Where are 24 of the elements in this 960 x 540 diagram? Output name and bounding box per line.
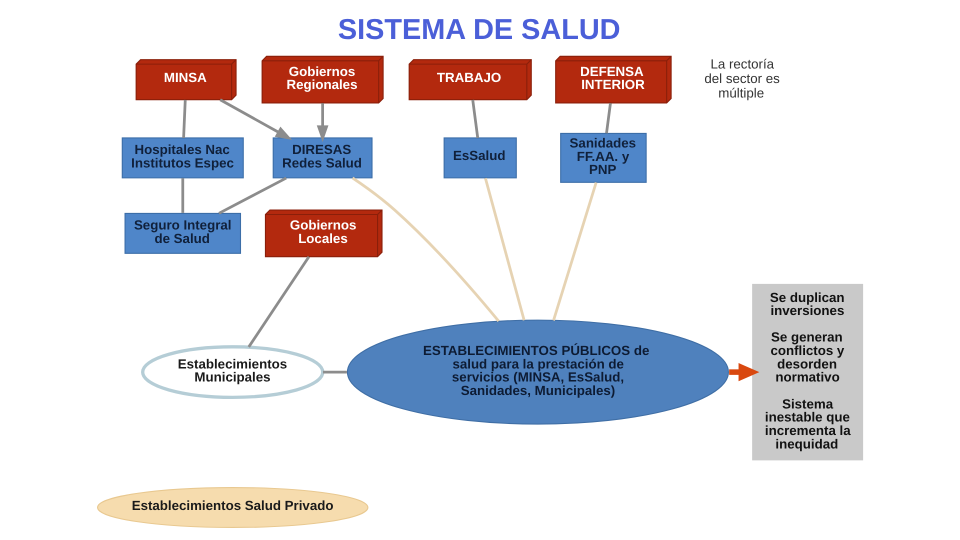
- connector: [352, 176, 500, 322]
- connector: [323, 370, 347, 374]
- node-box: Se duplican inversiones Se generan conflictos y desorden normativo Sistema inestable que incrementa la inequidad: [752, 284, 864, 460]
- node-ellipse: Establecimientos Municipales: [141, 345, 324, 400]
- node-ellipse: Establecimientos Salud Privado: [97, 486, 368, 528]
- arrow: [729, 363, 760, 382]
- connector: [484, 178, 526, 321]
- label: La rectoría del sector es múltiple: [704, 56, 780, 101]
- connector: [471, 100, 480, 138]
- arrow: [316, 103, 328, 142]
- node-box: Seguro Integral de Salud: [124, 212, 242, 254]
- connector: [182, 100, 187, 138]
- node-box: Sanidades FF.AA. y PNP: [560, 132, 647, 183]
- node-box: Hospitales Nac Institutos Espec: [122, 137, 244, 178]
- diagram-title: SISTEMA DE SALUD: [338, 14, 621, 46]
- node-box: EsSalud: [444, 137, 517, 178]
- connector: [605, 102, 612, 134]
- connector: [248, 256, 310, 348]
- node-box: DIRESAS Redes Salud: [272, 137, 373, 178]
- node-ellipse: ESTABLECIMIENTOS PÚBLICOS de salud para la prestación de servicios (MINSA, EsSalud, Sanidades, Municipales): [346, 320, 729, 425]
- connector: [552, 182, 598, 321]
- connector: [218, 176, 287, 215]
- connector: [181, 178, 184, 213]
- arrow: [220, 98, 292, 140]
